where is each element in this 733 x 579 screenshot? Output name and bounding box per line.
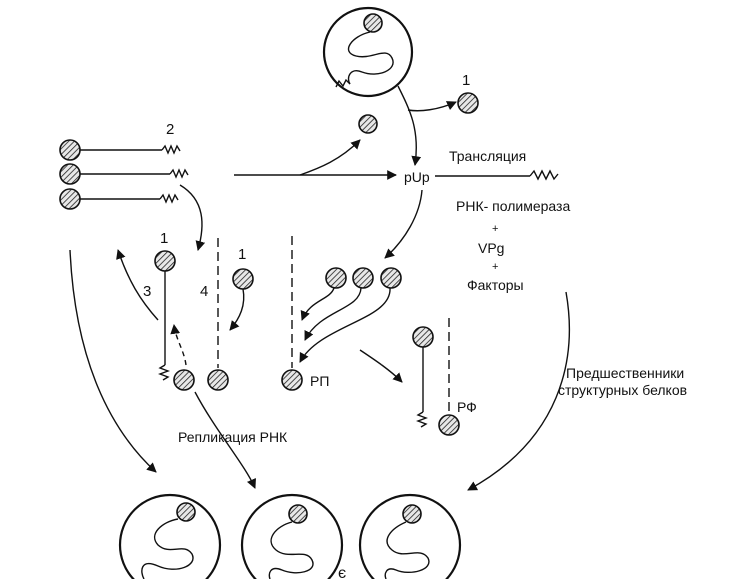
label-1-a: 1 bbox=[160, 230, 168, 247]
label-rp: РП bbox=[310, 373, 329, 389]
label-rf: РФ bbox=[457, 399, 477, 415]
label-plus-1: + bbox=[492, 223, 498, 235]
precursors-arrow bbox=[467, 291, 570, 491]
vpg-released-icon bbox=[457, 92, 479, 114]
stray-char: є bbox=[338, 565, 346, 579]
label-4: 4 bbox=[200, 283, 208, 300]
label-translation: Трансляция bbox=[449, 148, 526, 164]
label-pUp: pUp bbox=[404, 169, 430, 185]
uncoating-arrow bbox=[397, 85, 422, 166]
label-1-b: 1 bbox=[238, 246, 246, 263]
release-vpg-arrow bbox=[407, 101, 457, 112]
vpg-ball-icon bbox=[363, 13, 383, 33]
label-2: 2 bbox=[166, 121, 174, 138]
progeny-virion-3 bbox=[358, 493, 462, 579]
label-plus-2: + bbox=[492, 261, 498, 273]
rna-strands-left bbox=[59, 139, 189, 210]
virion-top bbox=[322, 6, 414, 98]
progeny-virion-2 bbox=[240, 493, 344, 579]
label-vpg: VPg bbox=[478, 240, 504, 256]
progeny-virion-1 bbox=[118, 493, 222, 579]
label-1-top: 1 bbox=[462, 72, 470, 89]
release-vpg-arrow-2 bbox=[299, 139, 361, 176]
label-rna-polymerase: РНК- полимераза bbox=[456, 198, 570, 214]
label-precursors-1: Предшественники bbox=[566, 365, 684, 381]
label-3: 3 bbox=[143, 283, 151, 300]
label-replication: Репликация РНК bbox=[178, 429, 288, 445]
label-precursors-2: структурных белков bbox=[558, 382, 687, 398]
label-factors: Факторы bbox=[467, 277, 524, 293]
